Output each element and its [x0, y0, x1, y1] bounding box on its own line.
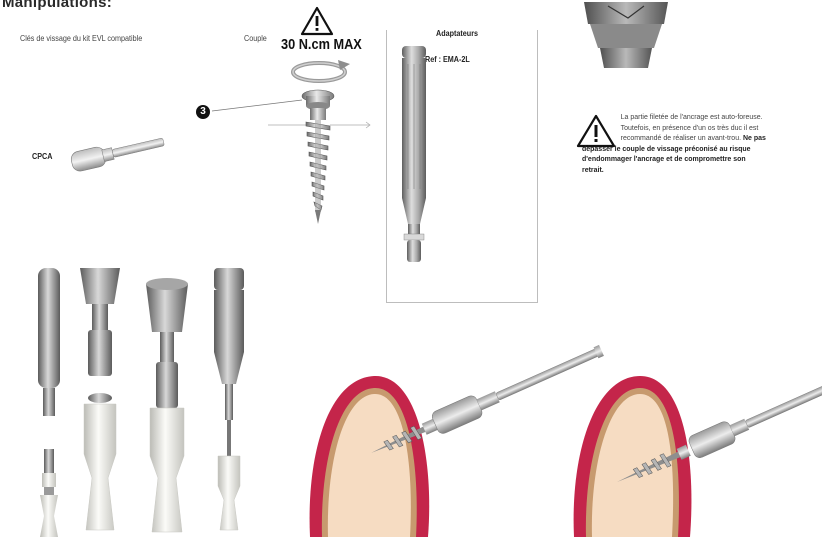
step-number-badge: 3	[196, 105, 210, 119]
rotation-arrow-icon	[286, 56, 356, 90]
pointer-line	[212, 98, 304, 114]
anchor-screw-image	[292, 86, 344, 226]
warning-line-4: dépasser le couple de vissage préconisé …	[582, 144, 812, 155]
warning-line-6: retrait.	[582, 165, 812, 176]
warning-icon	[300, 6, 334, 36]
warning-line-2: Toutefois, en présence d'un os très duc …	[582, 123, 812, 134]
assembly-sequence-image	[28, 264, 278, 537]
adapters-heading: Adaptateurs	[436, 29, 478, 38]
subtitle: Clés de vissage du kit EVL compatible	[20, 34, 142, 43]
insertion-diagram-2	[562, 360, 822, 537]
warning-text: La partie filetée de l'ancrage est auto-…	[582, 112, 822, 176]
warning-line-3-bold: Ne pas	[743, 133, 766, 142]
warning-line-1: La partie filetée de l'ancrage est auto-…	[582, 112, 812, 123]
warning-line-3: recommandé de réaliser un avant-trou.	[621, 133, 743, 142]
step-number: 3	[200, 106, 206, 117]
torque-label: Couple	[244, 34, 267, 43]
page-title: Manipulations:	[2, 0, 112, 11]
anchor-head-image	[578, 0, 674, 74]
adapter-reference: Ref : EMA-2L	[425, 55, 470, 64]
torque-value: 30 N.cm MAX	[281, 36, 362, 53]
cpca-key-image	[64, 124, 174, 174]
adapter-image	[398, 44, 430, 266]
warning-line-5: d'endommager l'ancrage et de compromettr…	[582, 154, 812, 165]
cpca-label: CPCA	[32, 152, 52, 161]
